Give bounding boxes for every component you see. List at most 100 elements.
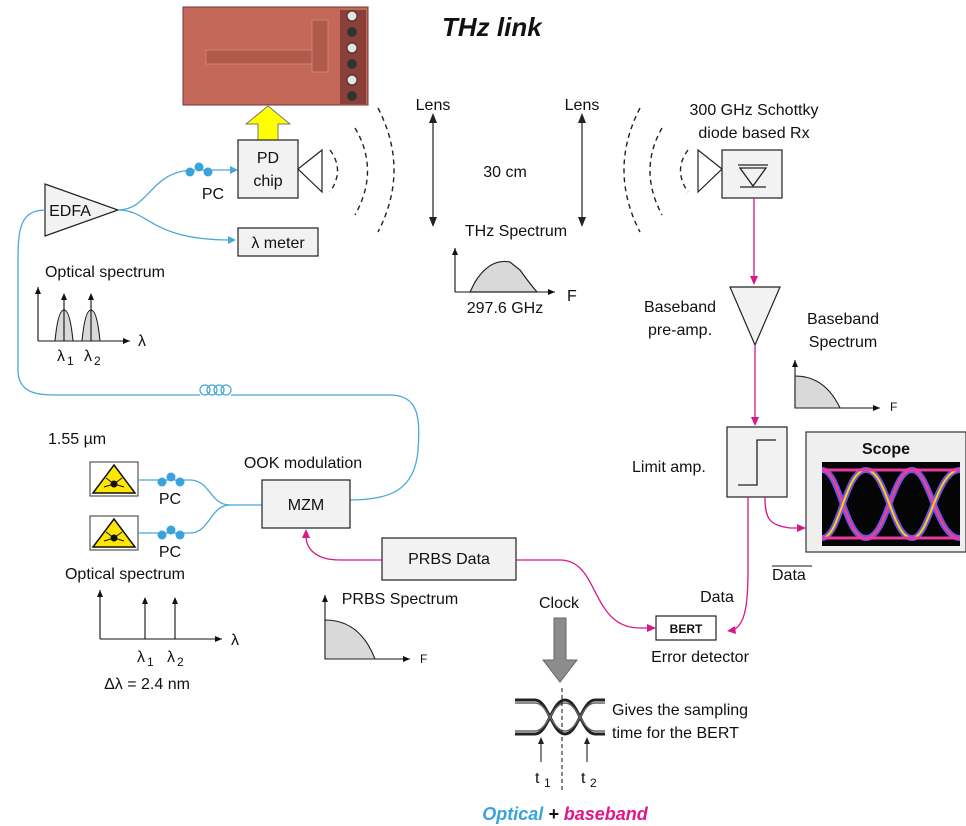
rx-wavefront-1 <box>623 107 641 233</box>
prbs-spectrum-label: PRBS Spectrum <box>342 591 458 608</box>
pc-polarization-controller-icon <box>157 525 185 540</box>
pd-chip-label-1: PD <box>257 150 279 167</box>
tx-wavefront-2 <box>354 127 369 216</box>
top-lambda2-sub: 2 <box>94 354 101 368</box>
fiber-laser1-to-mzm <box>138 479 262 506</box>
pd-chip-photo <box>182 6 369 106</box>
fiber-coil-icon <box>199 384 232 396</box>
edfa-label: EDFA <box>49 203 91 220</box>
tx-wavefront-1 <box>329 149 339 193</box>
thz-spectrum-freq: 297.6 GHz <box>467 300 543 317</box>
lens-right-label: Lens <box>565 97 600 114</box>
lens-left-icon <box>429 113 437 227</box>
sampling-note-1: Gives the sampling <box>612 702 748 719</box>
top-lambda1-label: λ <box>57 348 65 365</box>
optical-spectrum-top-axis: λ <box>138 333 146 350</box>
lambda-meter-label: λ meter <box>251 235 305 252</box>
baseband-limit-to-scope <box>764 496 800 529</box>
rx-antenna-icon <box>697 148 723 194</box>
bottom-lambda2-sub: 2 <box>177 655 184 669</box>
optical-spectrum-bottom-label: Optical spectrum <box>65 566 185 583</box>
diagram-title: THz link <box>442 12 543 42</box>
top-lambda2-label: λ <box>84 348 92 365</box>
distance-label: 30 cm <box>483 164 527 181</box>
receiver-label-2: diode based Rx <box>698 125 809 142</box>
legend: Optical + baseband <box>482 804 649 824</box>
thz-spectrum-axis-f: F <box>567 288 577 305</box>
bert-box <box>655 615 717 641</box>
t2-label: t <box>581 770 586 787</box>
optical-spectrum-top-plot <box>35 287 130 344</box>
laser-warning-icon <box>89 461 139 497</box>
sampling-note-2: time for the BERT <box>612 725 739 742</box>
tx-antenna-icon <box>297 148 323 194</box>
bottom-lambda1-sub: 1 <box>147 655 154 669</box>
legend-plus: + <box>543 804 564 824</box>
prbs-data-box <box>381 537 517 581</box>
rx-wavefront-3 <box>679 149 689 193</box>
scope-label: Scope <box>862 441 910 458</box>
top-lambda1-sub: 1 <box>67 354 74 368</box>
pd-chip-box <box>237 139 299 199</box>
bb-spectrum-label-2: Spectrum <box>809 334 877 351</box>
legend-optical: Optical <box>482 804 544 824</box>
baseband-spectrum-plot <box>792 360 880 411</box>
sample-time-arrows <box>538 737 590 762</box>
optical-spectrum-bottom-plot <box>97 590 222 642</box>
clock-eye-diagram-icon <box>515 688 605 790</box>
prbs-spectrum-plot <box>322 595 410 662</box>
laser-warning-icon <box>89 515 139 551</box>
mzm-label: MZM <box>288 497 324 514</box>
laser-wavelength-label: 1.55 µm <box>48 431 106 448</box>
chip-arrow-icon <box>244 105 292 141</box>
pc-label-laser1: PC <box>159 491 181 508</box>
ook-modulation-label: OOK modulation <box>244 455 362 472</box>
delta-lambda-label: Δλ = 2.4 nm <box>104 676 190 693</box>
pc-label-top: PC <box>202 186 224 203</box>
baseband-limit-to-bert <box>732 497 749 631</box>
t2-sub: 2 <box>590 776 597 790</box>
receiver-label-1: 300 GHz Schottky <box>690 102 819 119</box>
bb-spectrum-label-1: Baseband <box>807 311 879 328</box>
baseband-preamp <box>729 286 781 347</box>
t1-sub: 1 <box>544 776 551 790</box>
fiber-edfa-to-pc <box>117 169 196 211</box>
pc-polarization-controller-icon <box>157 472 185 487</box>
preamp-label-1: Baseband <box>644 299 716 316</box>
fiber-edfa-to-lambda-meter <box>117 209 231 241</box>
optical-spectrum-top-label: Optical spectrum <box>45 264 165 281</box>
optical-spectrum-bottom-axis: λ <box>231 632 239 649</box>
bert-data-label: Data <box>700 589 734 606</box>
diode-icon <box>738 164 768 188</box>
fiber-left-run <box>17 209 200 396</box>
mzm-box <box>261 479 351 529</box>
fiber-coil-to-mzm <box>231 394 420 501</box>
bb-spectrum-axis-f: F <box>890 400 897 414</box>
preamp-label-2: pre-amp. <box>648 322 712 339</box>
lens-left-label: Lens <box>416 97 451 114</box>
pd-chip-label-2: chip <box>253 173 282 190</box>
lambda-meter-box <box>237 227 319 257</box>
bottom-lambda2-label: λ <box>167 649 175 666</box>
lens-right-icon <box>578 113 586 227</box>
thz-spectrum-plot <box>452 248 555 295</box>
rx-wavefront-2 <box>649 127 663 216</box>
fiber-laser2-to-mzm <box>138 504 231 534</box>
baseband-prbs-to-mzm <box>305 535 382 561</box>
pc-label-laser2: PC <box>159 544 181 561</box>
limit-amp-icon <box>738 439 776 486</box>
limit-amp-label: Limit amp. <box>632 459 706 476</box>
clock-label: Clock <box>539 595 580 612</box>
thz-spectrum-label: THz Spectrum <box>465 223 567 240</box>
bottom-lambda1-label: λ <box>137 649 145 666</box>
prbs-data-label: PRBS Data <box>408 551 490 568</box>
clock-arrow-icon <box>541 617 579 683</box>
t1-label: t <box>535 770 540 787</box>
schottky-diode-box <box>721 149 783 199</box>
prbs-spectrum-axis-f: F <box>420 652 427 666</box>
data-bar-label: Data <box>772 567 806 584</box>
error-detector-label: Error detector <box>651 649 749 666</box>
tx-wavefront-3 <box>377 107 395 233</box>
bert-label: BERT <box>670 622 703 636</box>
